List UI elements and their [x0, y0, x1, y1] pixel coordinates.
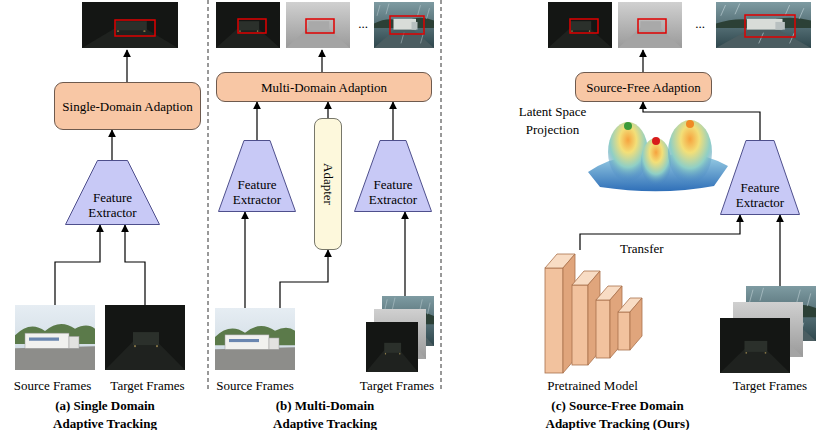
source-frame: [215, 308, 295, 370]
node-text: Target Frames: [360, 378, 434, 393]
node-text: Target Frames: [110, 378, 184, 393]
latent-label-box: Latent Space Projection: [505, 102, 600, 138]
connector-arrow: [392, 102, 393, 140]
frame-image: Target Frames: [352, 296, 443, 393]
node-text: Feature Extractor: [736, 180, 784, 210]
output-arrow: [126, 50, 127, 82]
node-text: Target Frames: [733, 378, 807, 393]
connector-arrow: [111, 130, 112, 160]
frame-image: Target Frames: [715, 286, 825, 393]
output-frame: [82, 2, 178, 48]
tracking-box: [570, 19, 598, 33]
target-frame: [105, 305, 185, 370]
panel-caption-box: (b) Multi-Domain Adaptive Tracking: [260, 396, 390, 430]
frame-image: Source Frames: [208, 308, 302, 393]
pretrained-model-figure: [545, 254, 642, 373]
connector-arrow: [55, 225, 100, 305]
node-text: Feature Extractor: [88, 190, 136, 220]
frame-image: Source Frames: [5, 305, 100, 393]
connector-arrow: [404, 212, 405, 296]
tracking-box: [238, 19, 266, 33]
connector-arrow: [244, 212, 245, 308]
output-arrow: [642, 50, 643, 72]
ellipsis-box: ...: [352, 14, 374, 32]
node-text: Pretrained Model: [547, 378, 638, 393]
connector-arrow: [256, 102, 257, 140]
tracking-box: [115, 20, 155, 36]
node-text: Feature Extractor: [233, 177, 281, 207]
target-frame: [366, 322, 418, 372]
node-text: Source-Free Adaption: [586, 80, 700, 95]
feature-extractor: Feature Extractor: [218, 140, 296, 212]
output-frame: [716, 2, 811, 48]
output-frame: [216, 2, 280, 48]
panel-caption: (a) Single Domain Adaptive Tracking: [53, 398, 157, 430]
process-box: Source-Free Adaption: [575, 72, 712, 102]
node-text: Multi-Domain Adaption: [261, 80, 387, 95]
panel-divider: [208, 0, 209, 392]
ellipsis: ...: [695, 16, 705, 31]
output-frame: [618, 2, 682, 48]
tracking-box: [306, 19, 334, 33]
source-frame: [15, 305, 95, 370]
node-text: Feature Extractor: [369, 177, 417, 207]
panel-caption-box: (c) Source-Free Domain Adaptive Tracking…: [530, 396, 705, 430]
output-frame: [286, 2, 350, 48]
connector-arrow: [125, 225, 145, 305]
node-text: Source Frames: [216, 378, 294, 393]
panel-caption: (b) Multi-Domain Adaptive Tracking: [273, 398, 377, 430]
latent-surface: [588, 120, 728, 191]
output-frame: [374, 2, 434, 48]
ellipsis-box: ...: [686, 14, 714, 32]
edge-label-box: Transfer: [618, 239, 666, 257]
ellipsis: ...: [358, 16, 368, 31]
adapter-box: Adapter: [314, 118, 342, 250]
connector-arrow: [643, 102, 760, 140]
latent-label: Latent Space Projection: [519, 104, 587, 137]
feature-extractor: Feature Extractor: [65, 160, 160, 225]
pretrained-model: Pretrained Model: [535, 250, 650, 393]
feature-extractor: Feature Extractor: [354, 140, 432, 212]
connector-arrow: [779, 215, 780, 286]
output-frame: [548, 2, 612, 48]
node-text: Single-Domain Adaption: [62, 99, 192, 114]
node-text: Source Frames: [14, 378, 92, 393]
connector-arrow: [327, 102, 328, 118]
panel-divider: [441, 0, 442, 392]
connector-arrow: [280, 250, 328, 308]
tracking-box: [638, 19, 666, 33]
panel-caption-box: (a) Single Domain Adaptive Tracking: [40, 396, 170, 430]
process-box: Single-Domain Adaption: [54, 82, 201, 130]
panel-caption: (c) Source-Free Domain Adaptive Tracking…: [546, 398, 690, 430]
process-box: Multi-Domain Adaption: [216, 72, 432, 102]
frame-image: Target Frames: [100, 305, 195, 393]
feature-extractor: Feature Extractor: [720, 140, 800, 215]
node-text: Adapter: [321, 163, 336, 205]
target-frame: [720, 318, 790, 373]
output-arrow: [321, 50, 322, 72]
edge-label: Transfer: [620, 241, 664, 256]
tracking-box: [390, 16, 424, 34]
tracking-box: [745, 15, 795, 37]
